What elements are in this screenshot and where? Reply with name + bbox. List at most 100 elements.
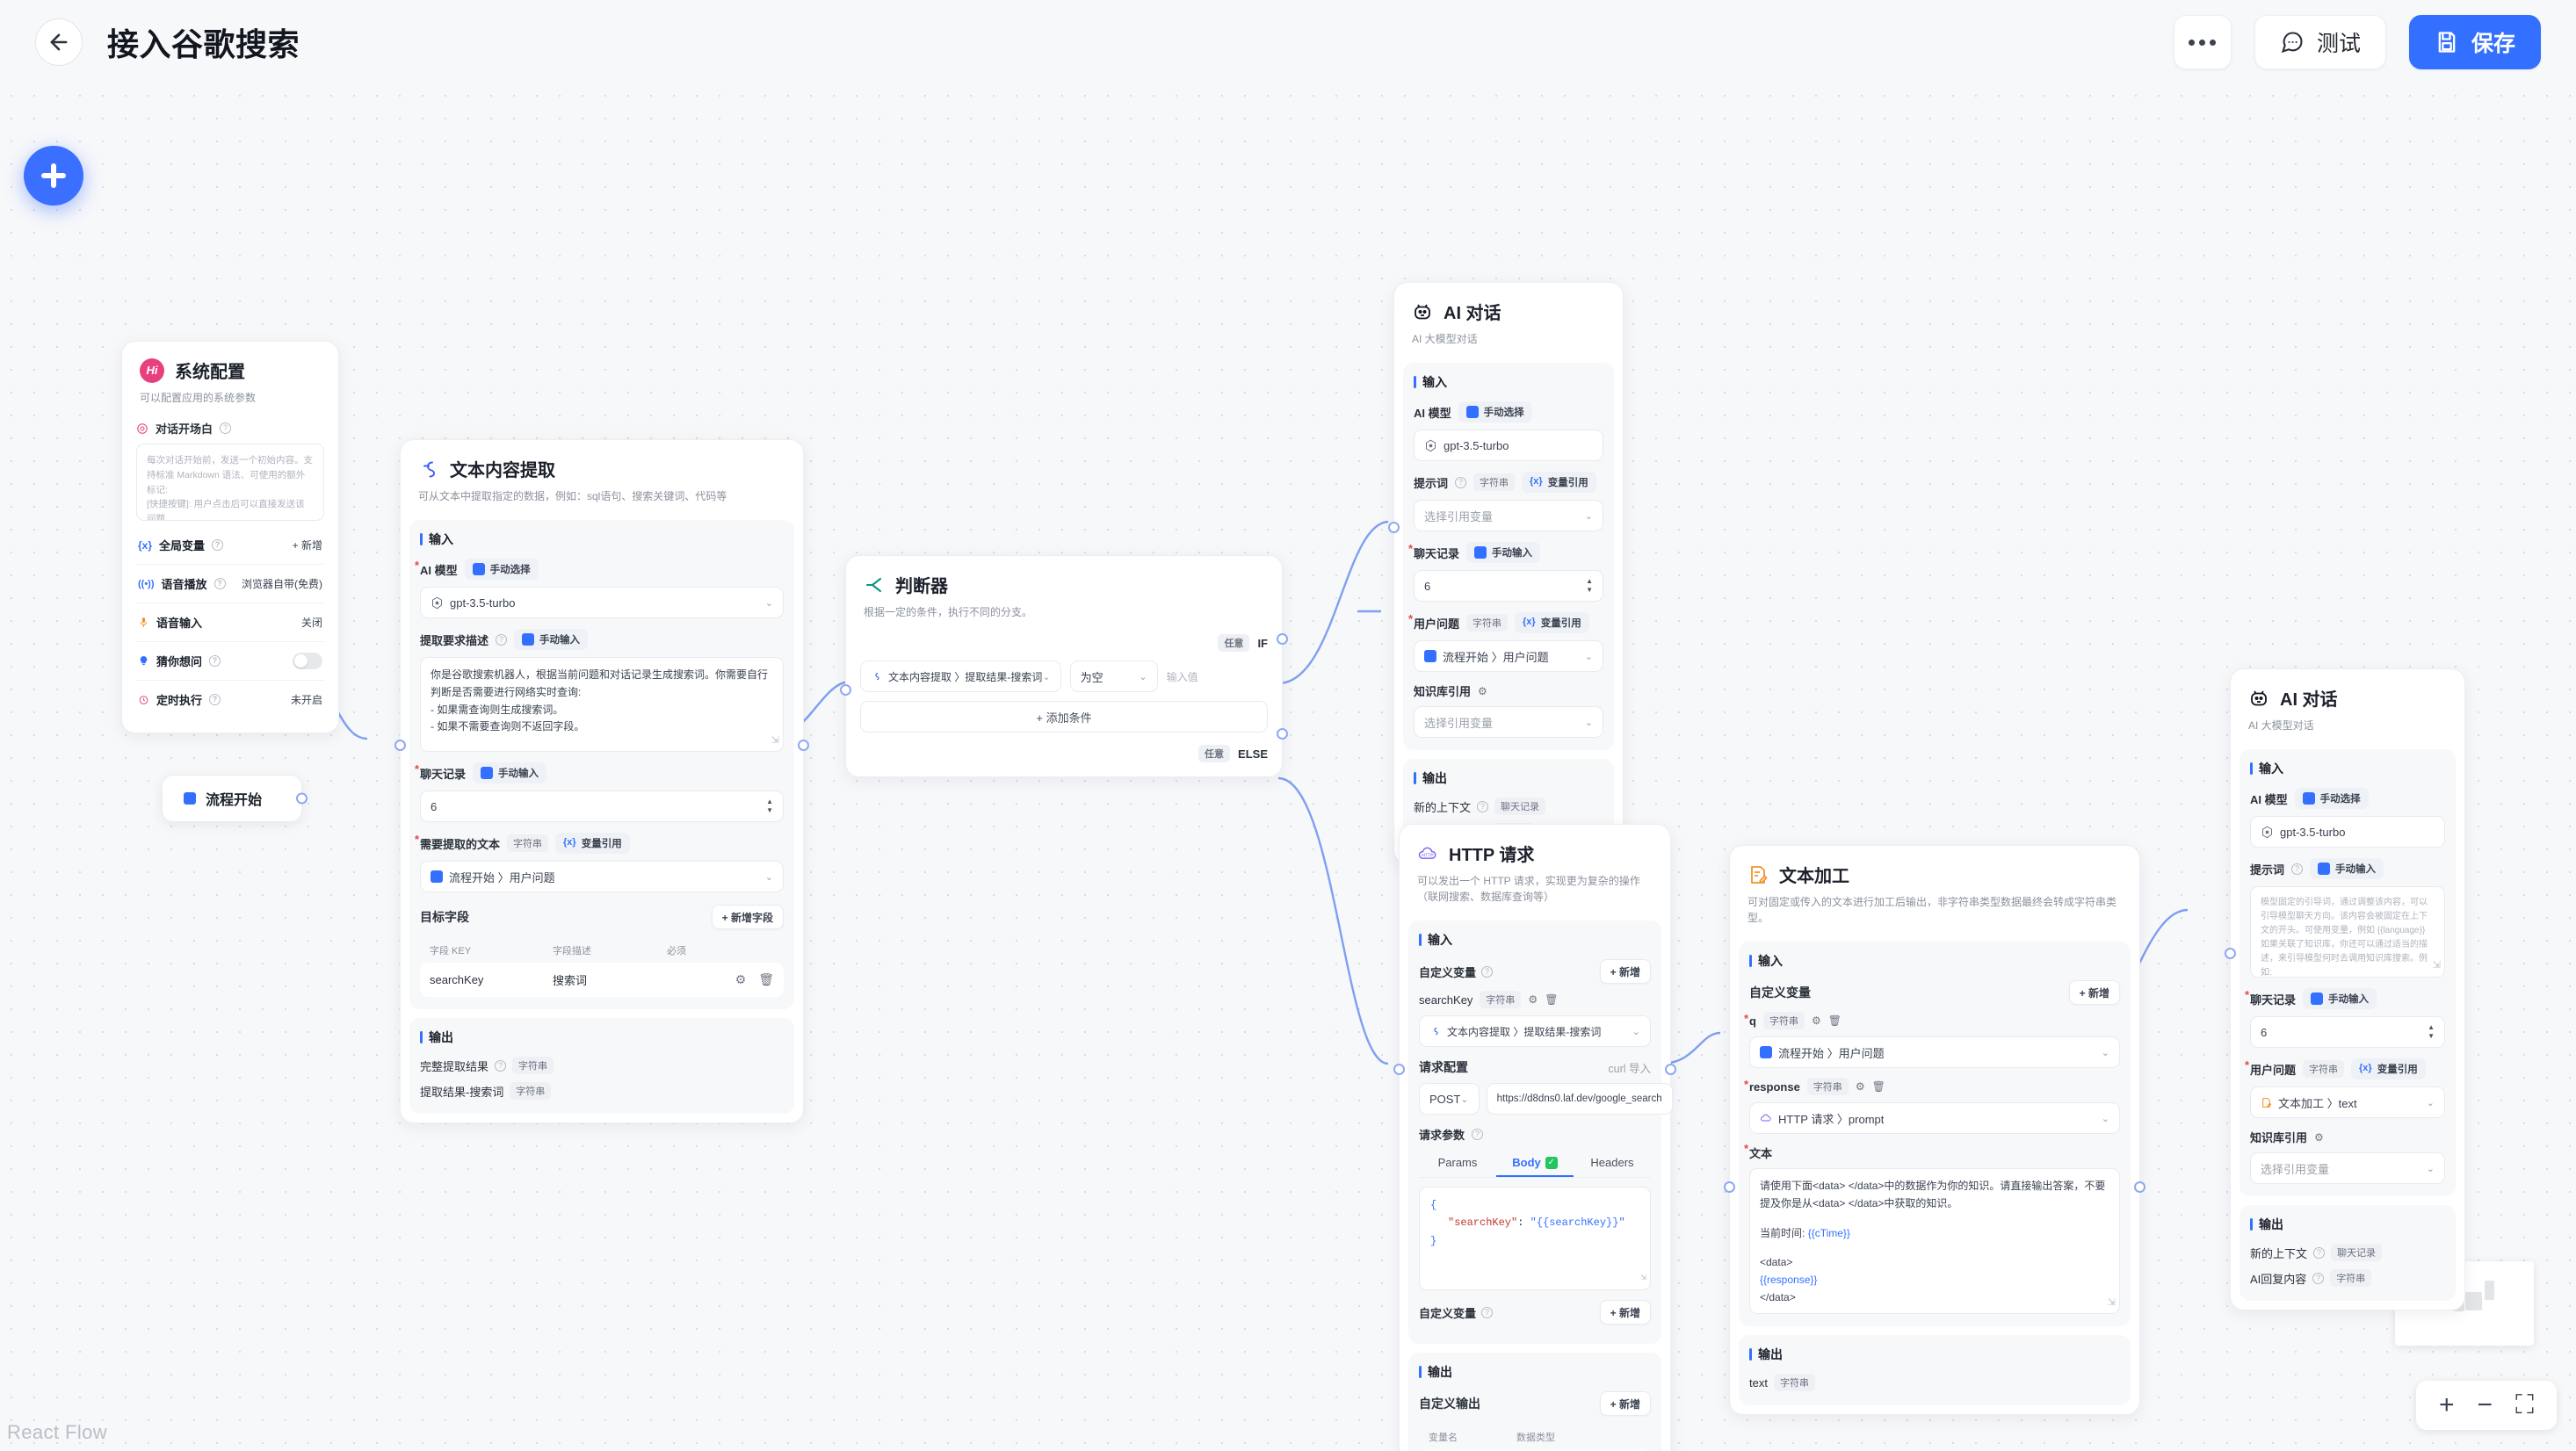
- prompt-variable-select[interactable]: 选择引用变量 ⌄: [1414, 500, 1603, 531]
- help-icon[interactable]: ?: [209, 694, 221, 705]
- settings-gear-icon[interactable]: ⚙: [1528, 993, 1538, 1006]
- sc-row-voice-input[interactable]: 语音输入 关闭: [136, 603, 324, 641]
- number-stepper[interactable]: ▲▼: [2428, 1023, 2435, 1040]
- delete-trash-icon[interactable]: 🗑: [1871, 1080, 1885, 1093]
- prompt-textarea[interactable]: 模型固定的引导词，通过调整该内容，可以引导模型聊天方向。该内容会被固定在上下文的…: [2250, 886, 2445, 978]
- http-method-select[interactable]: POST ⌄: [1419, 1083, 1480, 1115]
- node-http-request[interactable]: HTTP HTTP 请求 可以发出一个 HTTP 请求，实现更为复杂的操作（联网…: [1393, 824, 1676, 1451]
- text-process-textarea[interactable]: 请使用下面<data> </data>中的数据作为你的知识。请直接输出答案，不要…: [1749, 1168, 2120, 1314]
- sc-row-voice-play[interactable]: ((•)) 语音播放? 浏览器自带(免费): [136, 564, 324, 603]
- help-icon[interactable]: ?: [1477, 800, 1489, 812]
- chat-history-number-input[interactable]: 6 ▲▼: [2250, 1016, 2445, 1048]
- node-system-config[interactable]: Hi 系统配置 可以配置应用的系统参数 对话开场白 ? 每次对话开始前，发送一个…: [121, 341, 339, 733]
- ai-model-select[interactable]: gpt-3.5-turbo: [1414, 430, 1603, 461]
- help-icon[interactable]: ?: [220, 422, 232, 434]
- handle-condition-if-out[interactable]: [1277, 633, 1288, 645]
- manual-select-chip[interactable]: 手动选择: [2294, 788, 2369, 809]
- handle-http-out[interactable]: [1665, 1064, 1676, 1075]
- number-stepper[interactable]: ▲▼: [766, 798, 773, 814]
- help-icon[interactable]: ?: [2291, 863, 2304, 875]
- save-button[interactable]: 保存: [2408, 15, 2541, 69]
- add-field-button[interactable]: + 新增字段: [711, 905, 784, 929]
- user-question-select[interactable]: 文本加工 〉text ⌄: [2250, 1086, 2445, 1118]
- table-row[interactable]: searchKey 搜索词 ⚙ 🗑: [420, 963, 784, 997]
- more-options-button[interactable]: [2173, 15, 2232, 69]
- settings-gear-icon[interactable]: ⚙: [2314, 1130, 2324, 1144]
- sc-value-1[interactable]: 浏览器自带(免费): [242, 578, 322, 590]
- manual-input-chip[interactable]: 手动输入: [514, 629, 589, 650]
- sc-value-4[interactable]: 未开启: [290, 694, 322, 706]
- sc-value-2[interactable]: 关闭: [300, 617, 322, 629]
- http-body-editor[interactable]: { "searchKey": "{{searchKey}}" } ⇲: [1419, 1187, 1651, 1290]
- add-variable-button[interactable]: + 新增: [1599, 959, 1651, 984]
- sc-row-guess-question[interactable]: 猜你想问?: [136, 641, 324, 680]
- handle-aichat-right-in[interactable]: [2225, 948, 2236, 959]
- help-icon[interactable]: ?: [213, 578, 226, 589]
- manual-select-chip[interactable]: 手动选择: [1458, 401, 1532, 422]
- node-ai-chat-top[interactable]: AI 对话 AI 大模型对话 输入 AI 模型 手动选择 gpt-3.5-tur…: [1388, 282, 1624, 864]
- node-text-process[interactable]: 文本加工 可对固定或传入的文本进行加工后输出，非字符串类型数据最终会转成字符串类…: [1724, 845, 2145, 1415]
- variable-ref-chip[interactable]: {x}变量引用: [2351, 1058, 2426, 1079]
- help-icon[interactable]: ?: [212, 539, 224, 551]
- kb-ref-select[interactable]: 选择引用变量 ⌄: [1414, 706, 1603, 738]
- test-button[interactable]: 测试: [2254, 15, 2386, 69]
- help-icon[interactable]: ?: [1472, 1129, 1484, 1140]
- help-icon[interactable]: ?: [2312, 1272, 2325, 1284]
- zoom-in-button[interactable]: +: [2438, 1390, 2455, 1419]
- sc-value-0[interactable]: + 新增: [292, 539, 322, 552]
- manual-input-chip[interactable]: 手动输入: [1466, 542, 1541, 563]
- help-icon[interactable]: ?: [1481, 965, 1494, 978]
- condition-operator-select[interactable]: 为空 ⌄: [1069, 661, 1158, 692]
- node-flow-start[interactable]: 流程开始: [162, 775, 308, 822]
- add-variable-button-2[interactable]: + 新增: [1599, 1300, 1651, 1325]
- node-ai-chat-right[interactable]: AI 对话 AI 大模型对话 输入 AI 模型 手动选择 gpt-3.5-tur…: [2225, 668, 2465, 1310]
- help-icon[interactable]: ?: [209, 655, 221, 667]
- kb-ref-select[interactable]: 选择引用变量 ⌄: [2250, 1152, 2445, 1184]
- manual-input-chip[interactable]: 手动输入: [473, 762, 547, 783]
- tab-body[interactable]: Body✓: [1496, 1150, 1574, 1177]
- manual-input-chip[interactable]: 手动输入: [2310, 858, 2384, 879]
- table-row[interactable]: prompt 字符串 ⚙ 🗑: [1419, 1449, 1651, 1451]
- extract-req-textarea[interactable]: 你是谷歌搜索机器人，根据当前问题和对话记录生成搜索词。你需要自行判断是否需要进行…: [420, 657, 784, 752]
- variable-ref-chip[interactable]: {x}变量引用: [1522, 472, 1596, 493]
- handle-textprocess-out[interactable]: [2134, 1181, 2145, 1193]
- back-button[interactable]: [35, 18, 83, 66]
- resize-handle-icon[interactable]: ⇲: [2107, 1296, 2116, 1308]
- var-response-select[interactable]: HTTP 请求 〉prompt ⌄: [1749, 1102, 2120, 1134]
- delete-trash-icon[interactable]: 🗑: [758, 972, 774, 986]
- help-icon[interactable]: ?: [2313, 1246, 2326, 1259]
- node-condition[interactable]: 判断器 根据一定的条件，执行不同的分支。 任意 IF 文本内容提取 〉提取结果-…: [840, 555, 1288, 777]
- handle-extract-in[interactable]: [394, 740, 406, 751]
- chat-history-number-input[interactable]: 6 ▲▼: [420, 790, 784, 822]
- delete-trash-icon[interactable]: 🗑: [1827, 1014, 1842, 1027]
- handle-extract-out[interactable]: [798, 740, 809, 751]
- user-question-select[interactable]: 流程开始 〉用户问题 ⌄: [1414, 640, 1603, 672]
- sc-toggle-3[interactable]: [293, 653, 322, 669]
- add-variable-button[interactable]: + 新增: [2068, 980, 2120, 1005]
- handle-condition-in[interactable]: [840, 684, 851, 696]
- settings-gear-icon[interactable]: ⚙: [734, 972, 747, 986]
- node-text-extract[interactable]: 文本内容提取 可从文本中提取指定的数据，例如：sql语句、搜索关键词、代码等 输…: [394, 439, 809, 1123]
- guess-question-toggle[interactable]: [293, 653, 322, 669]
- delete-trash-icon[interactable]: 🗑: [1545, 993, 1559, 1006]
- sc-row-global-var[interactable]: {x} 全局变量? + 新增: [136, 526, 324, 564]
- opening-textarea[interactable]: 每次对话开始前，发送一个初始内容。支持标准 Markdown 语法、可使用的额外…: [136, 444, 324, 521]
- condition-variable-select[interactable]: 文本内容提取 〉提取结果-搜索词 ⌄: [860, 661, 1061, 692]
- sc-row-schedule[interactable]: 定时执行? 未开启: [136, 680, 324, 718]
- curl-import-button[interactable]: curl 导入: [1608, 1062, 1651, 1075]
- help-icon[interactable]: ?: [495, 1059, 507, 1072]
- variable-ref-chip[interactable]: {x}变量引用: [555, 833, 630, 854]
- handle-condition-else-out[interactable]: [1277, 728, 1288, 740]
- variable-ref-chip[interactable]: {x}变量引用: [1515, 612, 1589, 633]
- zoom-out-button[interactable]: −: [2477, 1390, 2493, 1419]
- ai-model-select[interactable]: gpt-3.5-turbo ⌄: [420, 587, 784, 618]
- handle-textprocess-in[interactable]: [1724, 1181, 1735, 1193]
- source-text-select[interactable]: 流程开始 〉用户问题 ⌄: [420, 861, 784, 892]
- number-stepper[interactable]: ▲▼: [1586, 577, 1593, 594]
- add-node-button[interactable]: [24, 146, 83, 206]
- handle-start-out[interactable]: [296, 792, 308, 805]
- add-condition-button[interactable]: + 添加条件: [860, 701, 1268, 733]
- flow-canvas[interactable]: Hi 系统配置 可以配置应用的系统参数 对话开场白 ? 每次对话开始前，发送一个…: [0, 84, 2576, 1451]
- help-icon[interactable]: ?: [496, 633, 508, 646]
- help-icon[interactable]: ?: [1481, 1306, 1494, 1318]
